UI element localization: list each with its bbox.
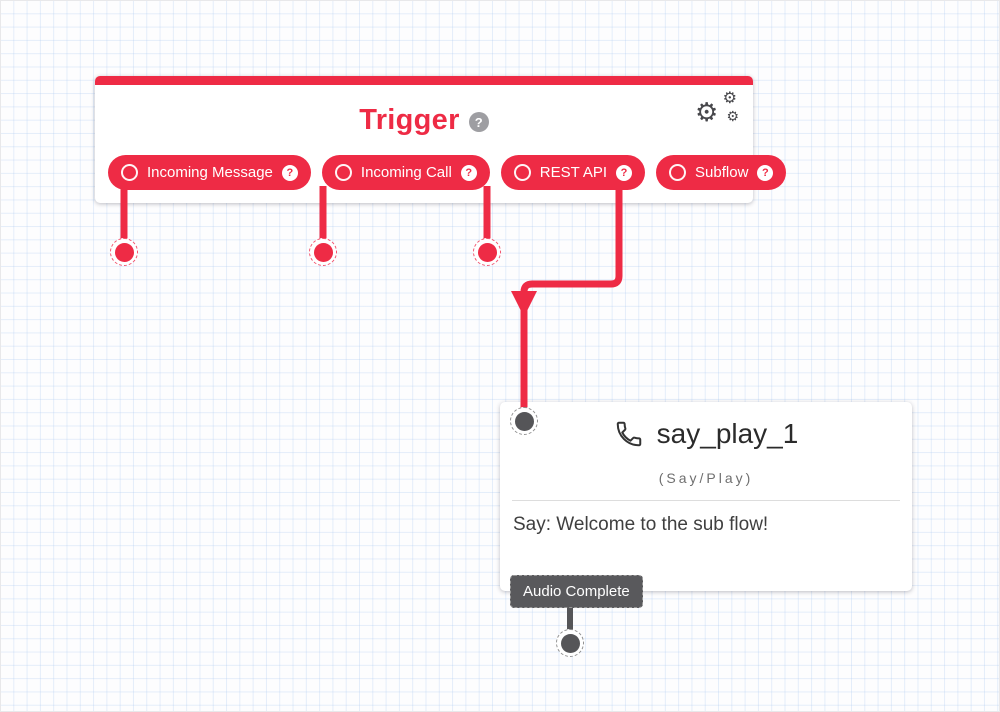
trigger-accent-bar <box>95 76 753 85</box>
connector-subflow-to-say-play[interactable] <box>520 186 623 410</box>
pill-label: REST API <box>539 164 608 181</box>
help-icon[interactable]: ? <box>616 164 633 181</box>
trigger-widget[interactable]: Trigger ? ⚙ ⚙ ⚙ Incoming Message ? Incom… <box>95 76 787 203</box>
help-icon[interactable]: ? <box>281 164 298 181</box>
dot-fill <box>514 411 534 431</box>
widget-title: say_play_1 <box>656 418 799 449</box>
say-message-text: Say: Welcome to the sub flow! <box>513 514 769 535</box>
trigger-pill-incoming-call[interactable]: Incoming Call ? <box>321 155 490 190</box>
dot-fill <box>313 242 333 262</box>
output-dot-audio-complete[interactable] <box>556 629 584 657</box>
connector-circle-icon <box>669 164 687 181</box>
gear-icon: ⚙ <box>726 108 739 124</box>
input-dot-say-play[interactable] <box>510 407 538 435</box>
settings-gears-icon[interactable]: ⚙ ⚙ ⚙ <box>695 91 739 131</box>
trigger-help-icon[interactable]: ? <box>468 112 489 132</box>
dot-fill <box>114 242 134 262</box>
divider <box>512 500 900 501</box>
phone-icon <box>616 421 641 447</box>
trigger-pill-incoming-message[interactable]: Incoming Message ? <box>108 155 311 190</box>
trigger-pill-rest-api[interactable]: REST API ? <box>500 155 646 190</box>
output-dot-incoming-call[interactable] <box>309 238 337 266</box>
connector-circle-icon <box>513 164 531 181</box>
help-icon[interactable]: ? <box>460 164 477 181</box>
connector-circle-icon <box>121 164 138 181</box>
say-play-widget[interactable]: say_play_1 (Say/Play) Say: Welcome to th… <box>500 402 912 591</box>
gear-icon: ⚙ <box>722 90 737 107</box>
transition-audio-complete[interactable]: Audio Complete <box>510 575 643 608</box>
dot-fill <box>477 242 497 262</box>
dot-fill <box>560 633 580 653</box>
widget-type-label: (Say/Play) <box>658 470 754 486</box>
output-dot-rest-api[interactable] <box>473 238 501 266</box>
pill-label: Subflow <box>695 164 749 181</box>
gear-icon: ⚙ <box>695 97 719 127</box>
trigger-title: Trigger <box>359 103 460 136</box>
connector-circle-icon <box>334 164 352 181</box>
pill-label: Incoming Call <box>360 164 452 181</box>
arrowhead-icon <box>511 291 537 317</box>
output-dot-incoming-message[interactable] <box>110 238 138 266</box>
help-icon[interactable]: ? <box>757 164 774 181</box>
trigger-pill-subflow[interactable]: Subflow ? <box>656 155 787 190</box>
pill-label: Incoming Message <box>147 164 273 181</box>
